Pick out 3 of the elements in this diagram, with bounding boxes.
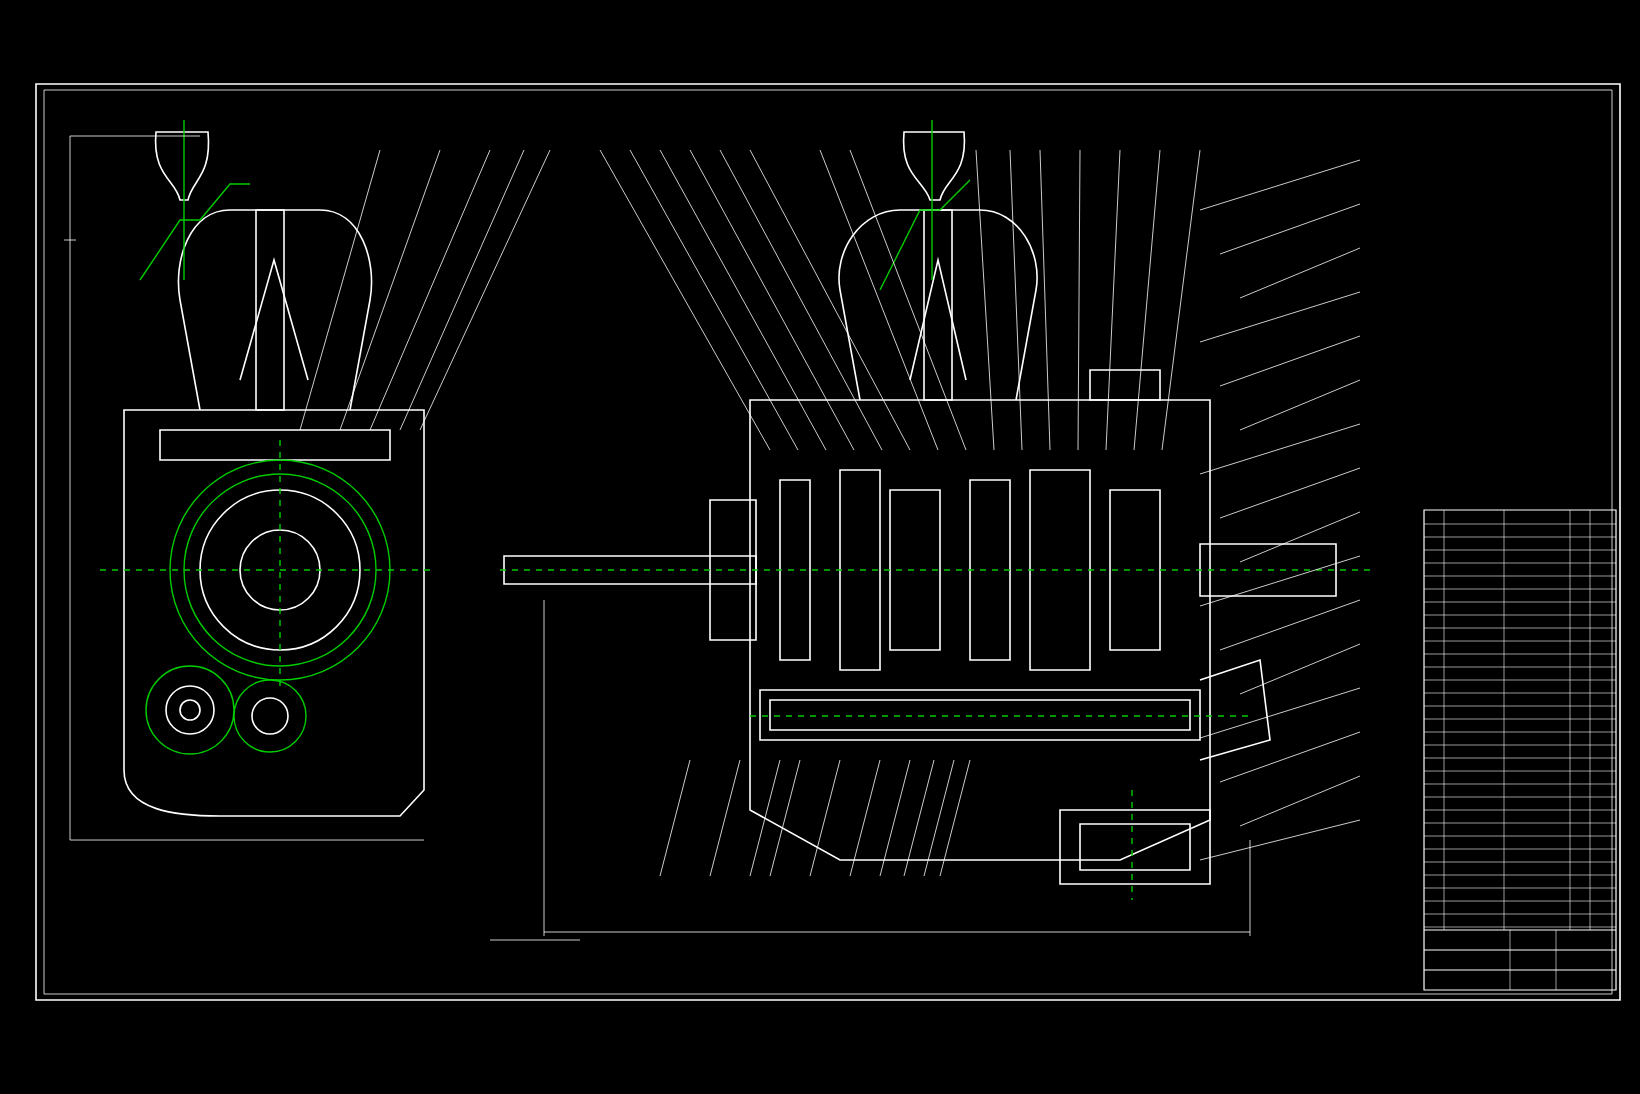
- parts-table: [1423, 509, 1617, 991]
- gearbox-side-view-drawing: [63, 119, 551, 841]
- gearbox-section-drawing: [489, 119, 1371, 941]
